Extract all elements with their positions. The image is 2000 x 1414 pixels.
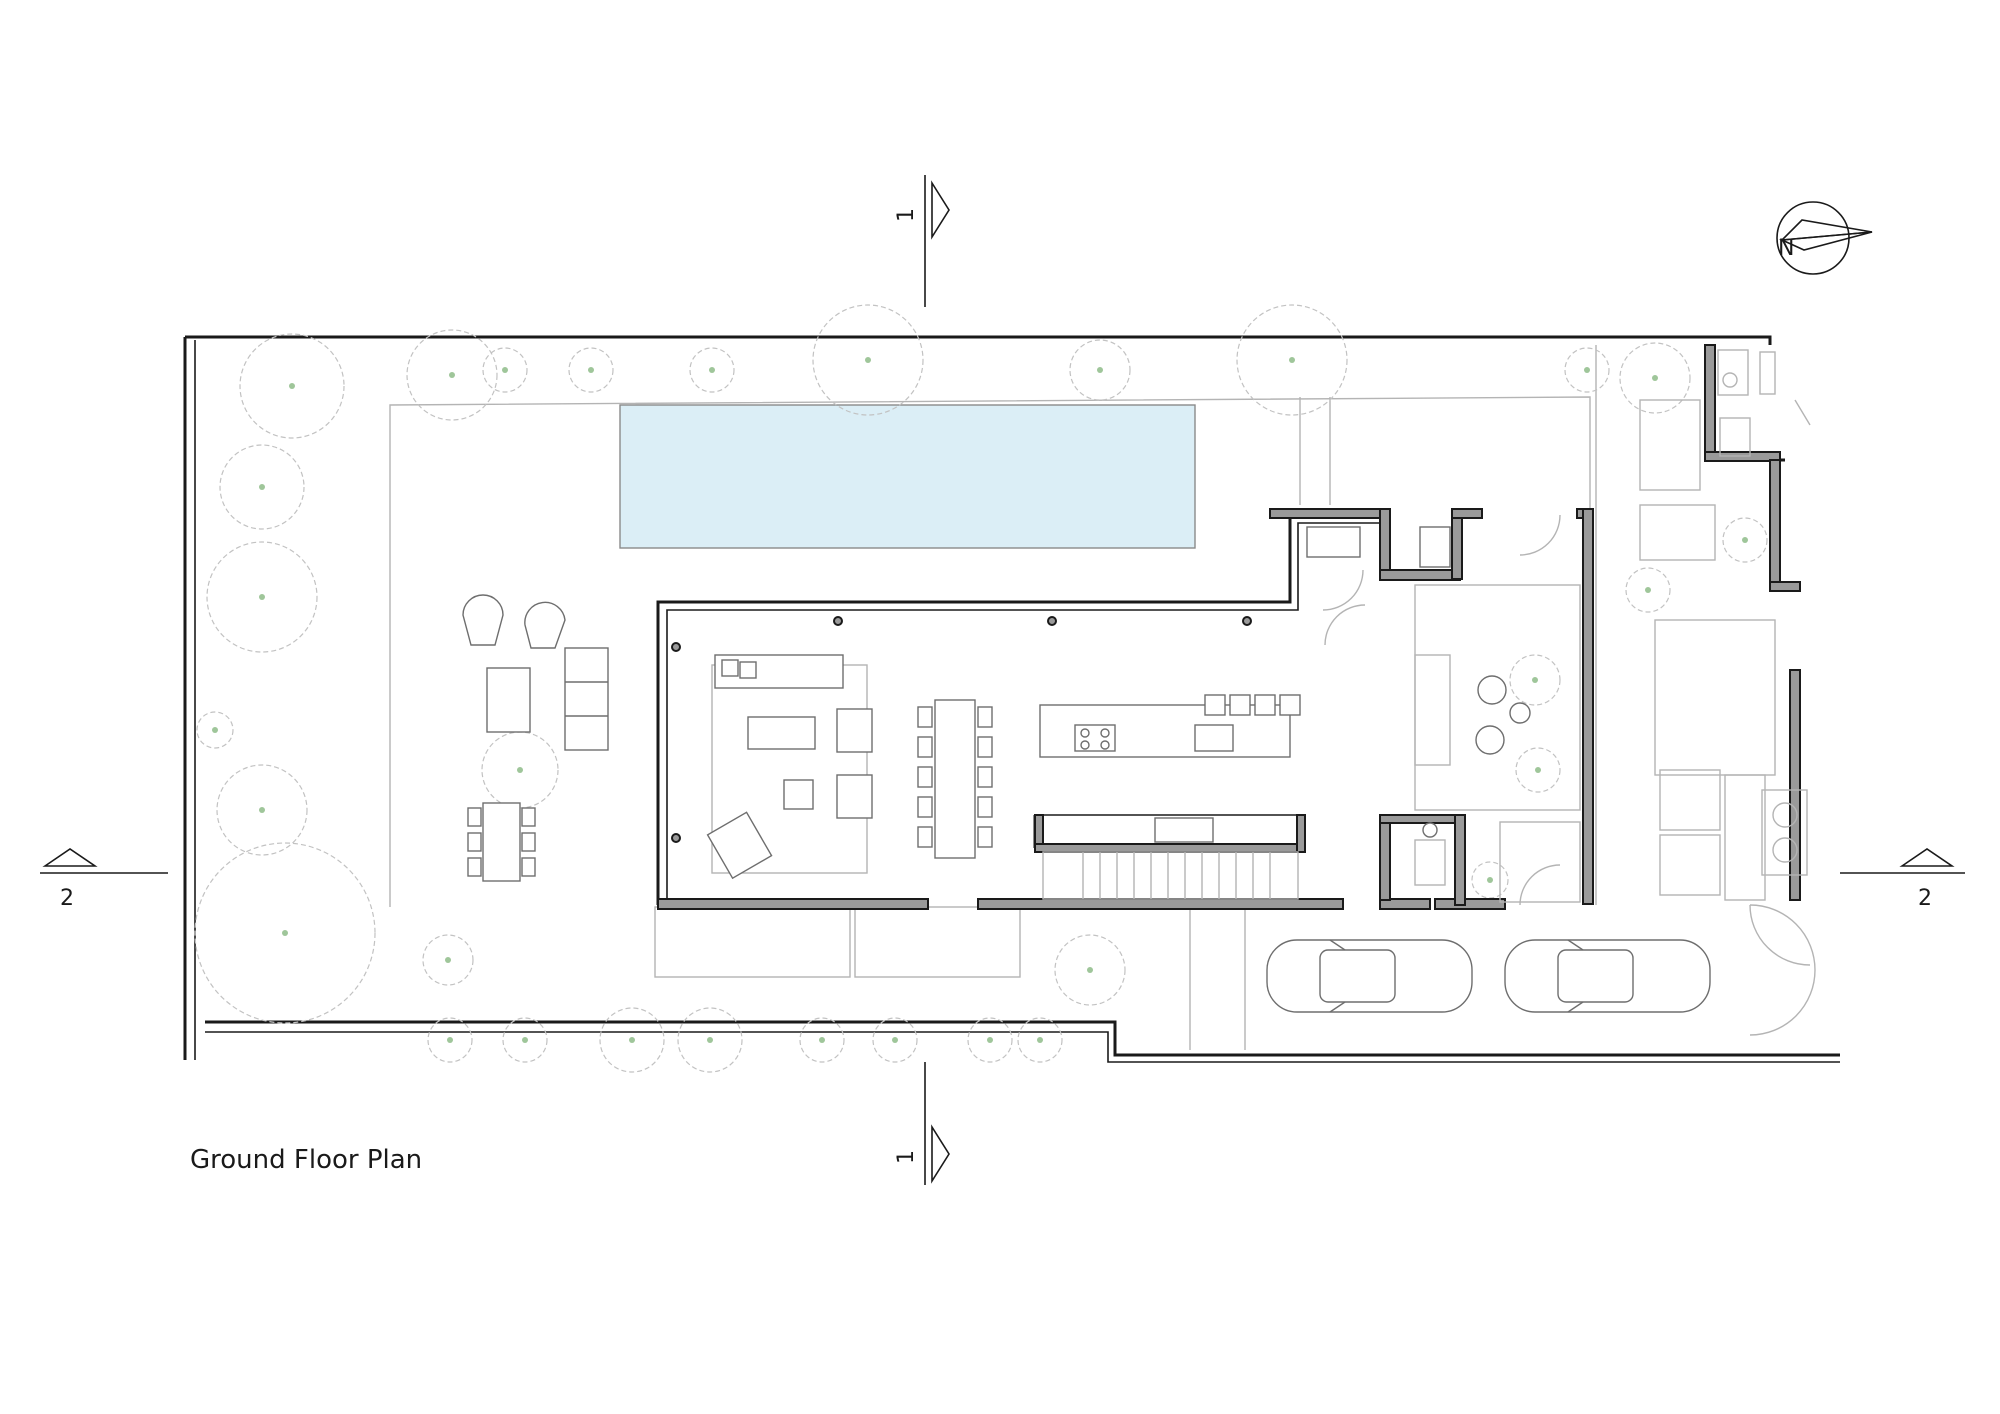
- tree-icon: [812, 304, 924, 416]
- section-marker-1-bottom: 1: [894, 1062, 950, 1185]
- tree-icon: [1509, 654, 1561, 706]
- service-yard: [1639, 344, 1816, 1036]
- kitchen-area: [1039, 694, 1301, 843]
- swimming-pool: [619, 404, 1196, 549]
- drawing-title: Ground Floor Plan: [190, 1145, 422, 1175]
- living-area: [706, 654, 873, 880]
- tree-icon: [1625, 567, 1671, 613]
- tree-icon: [1619, 342, 1691, 414]
- tree-icon: [194, 842, 376, 1024]
- tree-icon: [1515, 747, 1561, 793]
- svg-text:1: 1: [894, 1150, 919, 1164]
- tree-icon: [799, 1017, 845, 1063]
- house-walls: [656, 508, 1594, 910]
- tree-icon: [427, 1017, 473, 1063]
- car-icon: [1266, 939, 1473, 1013]
- tree-icon: [1722, 517, 1768, 563]
- outdoor-furniture: [462, 594, 609, 882]
- north-arrow-icon: N: [1776, 201, 1873, 275]
- tree-icon: [1236, 304, 1348, 416]
- tree-icon: [1017, 1017, 1063, 1063]
- tree-icon: [1054, 934, 1126, 1006]
- dining-area: [917, 699, 993, 859]
- tree-group: [194, 304, 1768, 1073]
- tree-icon: [206, 541, 318, 653]
- tree-icon: [1564, 347, 1610, 393]
- tree-icon: [967, 1017, 1013, 1063]
- stair: [1042, 851, 1299, 900]
- tree-icon: [422, 934, 474, 986]
- section-marker-2-left: 2: [40, 848, 168, 911]
- service-core: [1306, 514, 1561, 906]
- svg-text:1: 1: [894, 208, 919, 222]
- tree-icon: [482, 347, 528, 393]
- tree-icon: [689, 347, 735, 393]
- tree-icon: [1471, 861, 1509, 899]
- tree-icon: [677, 1007, 743, 1073]
- svg-text:2: 2: [1918, 886, 1932, 911]
- site-boundary: [183, 335, 1840, 1063]
- svg-text:N: N: [1778, 236, 1794, 261]
- tree-icon: [406, 329, 498, 421]
- section-marker-2-right: 2: [1840, 848, 1965, 911]
- tree-icon: [502, 1017, 548, 1063]
- entry-lounge: [1414, 584, 1581, 903]
- car-icon: [1504, 939, 1711, 1013]
- tree-icon: [196, 711, 234, 749]
- tree-icon: [1069, 339, 1131, 401]
- carport: [1266, 939, 1711, 1013]
- tree-icon: [216, 764, 308, 856]
- tree-icon: [568, 347, 614, 393]
- tree-icon: [872, 1017, 918, 1063]
- tree-icon: [599, 1007, 665, 1073]
- tree-icon: [239, 333, 345, 439]
- tree-icon: [219, 444, 305, 530]
- tree-icon: [481, 731, 559, 809]
- section-marker-1-top: 1: [894, 175, 950, 307]
- svg-text:2: 2: [60, 886, 74, 911]
